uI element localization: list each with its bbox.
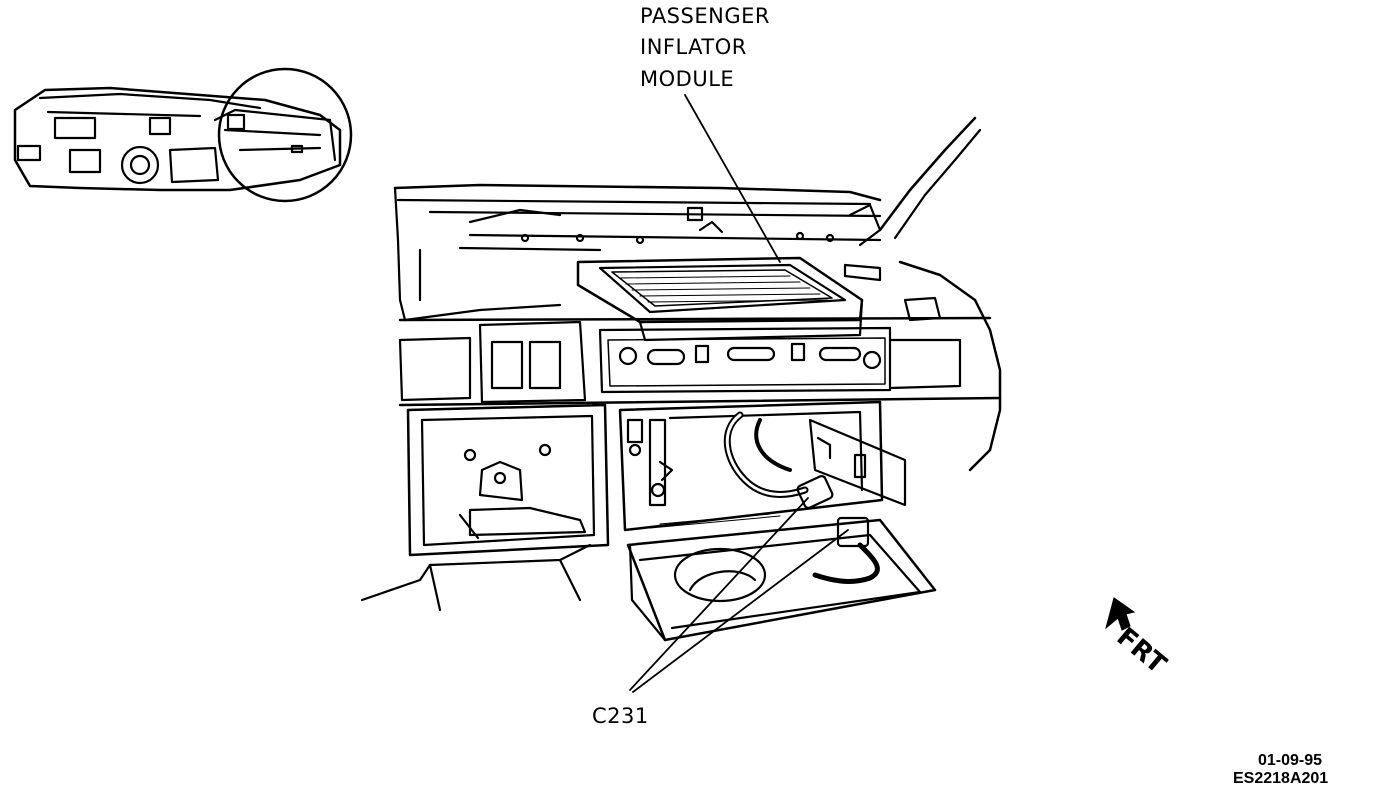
module-label-line2: INFLATOR [640,35,747,59]
connector-c231-a [796,475,834,509]
glove-box-door [626,513,937,642]
passenger-inflator-module [576,256,864,342]
lower-left-compartment [360,403,610,612]
inset-magnifier-circle [217,67,353,203]
upper-panel [398,316,1002,407]
connector-c231-b [836,516,870,548]
module-label-line3: MODULE [640,67,735,91]
c231-leader-line-b [632,529,849,693]
door-hinge-marks [649,513,781,529]
dashboard-top [393,116,1002,472]
module-cover-texture [619,275,829,303]
leader-lines [629,94,849,693]
front-direction-indicator: FRT [1100,592,1210,682]
c231-leader-line-a [629,497,809,691]
front-direction-arrow-icon [1105,597,1136,631]
glove-box-opening [618,400,907,584]
connector-label: C231 [592,704,649,728]
figure-date: 01-09-95 [1258,752,1323,769]
module-leader-line [684,94,781,263]
inset-overview-view [13,67,353,203]
module-label-line1: PASSENGER [640,4,770,28]
figure-id: ES2218A201 [1233,770,1329,787]
